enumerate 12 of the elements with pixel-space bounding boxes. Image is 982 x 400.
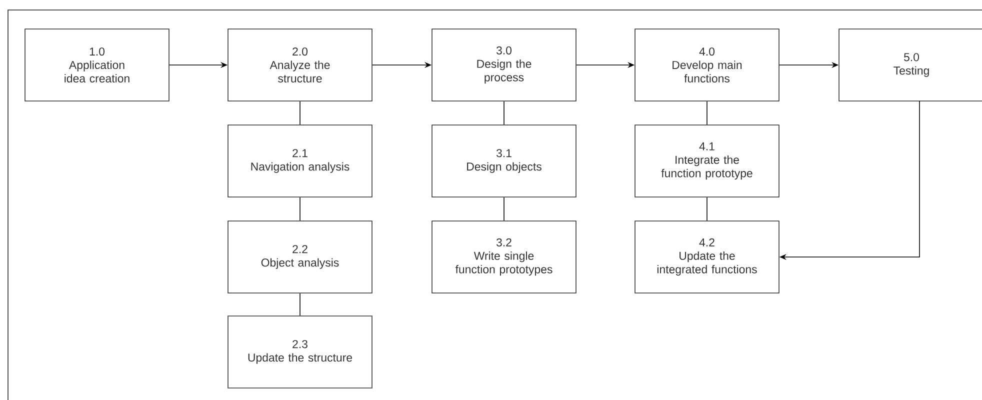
process-box: 3.1 Design objects [432, 124, 576, 198]
process-box: 2.2 Object analysis [228, 220, 372, 294]
process-box: 2.1 Navigation analysis [228, 124, 372, 198]
process-box: 3.0 Design the process [432, 28, 576, 102]
process-box: 4.2 Update the integrated functions [634, 220, 780, 294]
process-box: 4.1 Integrate the function prototype [634, 124, 780, 198]
process-box: 2.0 Analyze the structure [228, 28, 372, 102]
process-box: 5.0 Testing [838, 28, 982, 102]
process-box: 1.0 Application idea creation [24, 28, 170, 102]
process-box: 4.0 Develop main functions [634, 28, 780, 102]
process-box: 2.3 Update the structure [228, 316, 372, 388]
process-box: 3.2 Write single function prototypes [432, 220, 576, 294]
